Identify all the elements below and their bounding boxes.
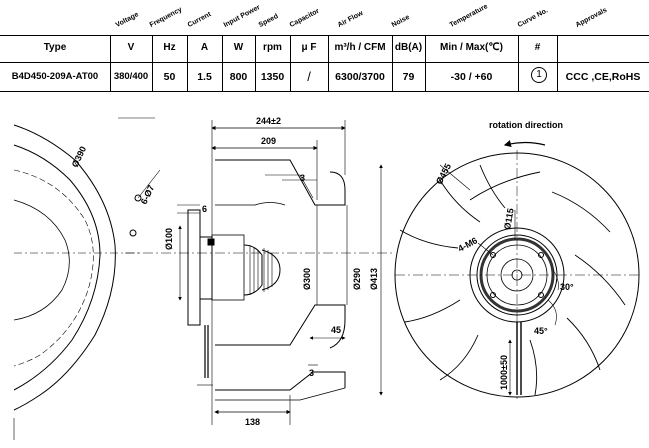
table-col-divider xyxy=(110,35,111,91)
dim-244: 244±2 xyxy=(256,116,281,126)
table-rule-top xyxy=(0,35,649,36)
unit-current: A xyxy=(200,42,209,53)
table-col-divider xyxy=(518,35,519,91)
unit-voltage: V xyxy=(127,42,135,53)
dim-4-m6: 4-M6 xyxy=(456,235,479,253)
dim-d290: Ø290 xyxy=(352,268,362,290)
bolt-hole xyxy=(134,194,142,202)
table-col-divider xyxy=(425,35,426,91)
motor-cap xyxy=(261,249,281,291)
rotation-arrow xyxy=(503,140,546,148)
table-rule-mid xyxy=(0,62,649,63)
unit-temperature: Min / Max(℃) xyxy=(440,42,503,53)
unit-power: W xyxy=(233,42,244,53)
left-view xyxy=(13,117,161,440)
row-current: 1.5 xyxy=(197,71,212,83)
dim-d390: Ø390 xyxy=(70,145,88,169)
dim-209: 209 xyxy=(261,136,276,146)
unit-curve: # xyxy=(534,42,541,53)
dim-d115: Ø115 xyxy=(502,207,516,230)
dim-cable-length: 1000±50 xyxy=(499,355,509,390)
table-col-divider xyxy=(328,35,329,91)
row-frequency: 50 xyxy=(163,71,176,83)
mount-plate xyxy=(187,209,201,326)
unit-airflow: m³/h / CFM xyxy=(334,42,386,53)
table-col-divider xyxy=(557,35,558,91)
front-view xyxy=(394,140,640,400)
dim-d100: Ø100 xyxy=(164,228,174,250)
row-capacitor: / xyxy=(307,69,311,84)
row-speed: 1350 xyxy=(260,71,285,83)
motor-fins xyxy=(249,245,273,295)
unit-noise: dB(A) xyxy=(394,42,423,53)
unit-frequency: Hz xyxy=(163,42,176,53)
spec-table: Voltage Frequency Current Input Power Sp… xyxy=(0,0,649,100)
plate-inner xyxy=(13,144,101,391)
dim-45-deg: 45° xyxy=(534,326,548,336)
dim-30-deg: 30° xyxy=(560,282,574,292)
table-col-divider xyxy=(152,35,153,91)
dim-d413: Ø413 xyxy=(369,268,379,290)
table-col-divider xyxy=(392,35,393,91)
table-col-divider xyxy=(222,35,223,91)
dim-3-top: 3 xyxy=(300,173,305,183)
plate-outline xyxy=(13,124,116,411)
row-type: B4D450-209A-AT00 xyxy=(11,71,99,82)
table-col-divider xyxy=(255,35,256,91)
dim-6: 6 xyxy=(202,204,207,214)
side-view xyxy=(125,120,395,425)
bolt-circle xyxy=(13,169,94,367)
unit-speed: rpm xyxy=(263,42,282,53)
dim-d300: Ø300 xyxy=(302,268,312,290)
row-voltage: 380/400 xyxy=(113,71,149,82)
hub-circle xyxy=(13,199,70,321)
unit-capacitor: μ F xyxy=(301,42,317,53)
row-approvals: CCC ,CE,RoHS xyxy=(565,71,641,83)
table-col-divider xyxy=(187,35,188,91)
row-airflow: 6300/3700 xyxy=(335,71,385,83)
bolt-hole xyxy=(129,229,137,237)
unit-type: Type xyxy=(43,42,67,53)
impeller-blades xyxy=(399,164,626,396)
table-rule-bottom xyxy=(0,91,649,92)
impeller-shroud-top xyxy=(215,159,346,206)
dim-3-bottom: 3 xyxy=(309,368,314,378)
row-noise: 79 xyxy=(402,71,415,83)
dim-45: 45 xyxy=(331,325,341,335)
motor-body xyxy=(243,244,263,296)
mount-flange xyxy=(199,236,213,300)
row-temperature: -30 / +60 xyxy=(450,71,493,83)
table-col-divider xyxy=(290,35,291,91)
row-curve-circle: 1 xyxy=(531,67,547,83)
impeller-shroud-bottom xyxy=(215,304,346,349)
impeller-back-bottom xyxy=(215,371,346,391)
row-power: 800 xyxy=(229,71,248,83)
dim-6-d7: 6-Ø7 xyxy=(139,183,157,205)
dim-138: 138 xyxy=(245,417,260,427)
rotation-label: rotation direction xyxy=(489,120,563,130)
